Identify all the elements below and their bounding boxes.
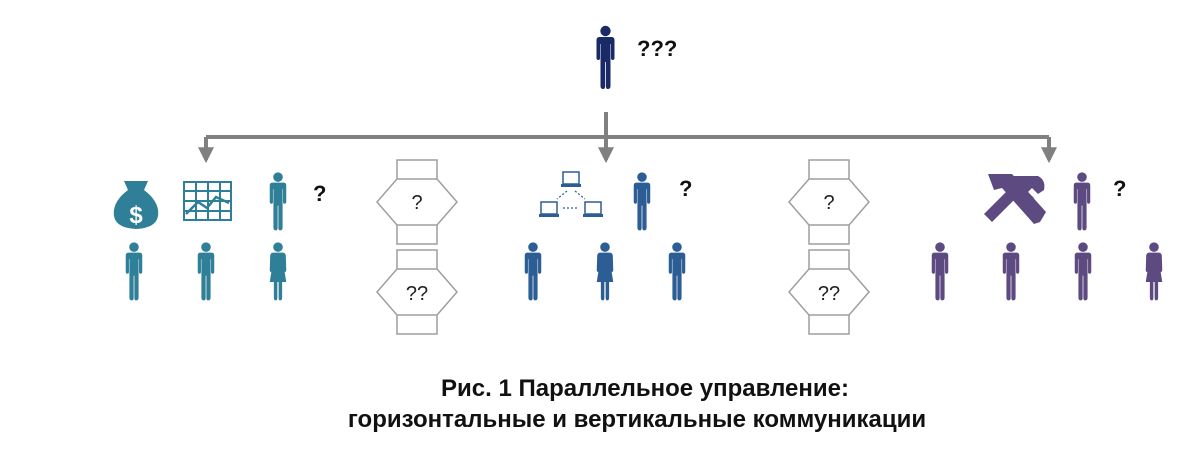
group-lead-figure: [1073, 172, 1091, 231]
group-lead-label: ?: [679, 176, 692, 201]
link-shape-lower: [788, 249, 870, 335]
link-lower-label: ??: [818, 283, 840, 305]
link-lower-label: ??: [406, 283, 428, 305]
staff-man-figure: [1002, 242, 1020, 301]
staff-man-figure: [524, 242, 542, 301]
link-shape-upper: [376, 159, 458, 245]
top-manager-label: ???: [637, 36, 677, 61]
staff-man-figure: [125, 242, 143, 301]
staff-woman-figure: [269, 242, 287, 301]
group-lead-label: ?: [1113, 176, 1126, 201]
staff-row: [931, 242, 1163, 301]
staff-row: [524, 242, 686, 301]
caption-line-1: Рис. 1 Параллельное управление:: [441, 375, 849, 402]
link-shape-lower: [376, 249, 458, 335]
group-engineering: ?: [931, 172, 1163, 301]
staff-man-figure: [1074, 242, 1092, 301]
staff-woman-figure: [1145, 242, 1163, 301]
link-upper-label: ?: [411, 192, 422, 214]
top-manager-figure: [596, 25, 615, 89]
svg-text:$: $: [129, 202, 143, 229]
group-lead-label: ?: [313, 181, 326, 206]
link-upper-label: ?: [823, 192, 834, 214]
chart-icon: [183, 181, 232, 221]
caption-line-2: горизонтальные и вертикальные коммуникац…: [347, 406, 927, 433]
tools-icon: [984, 174, 1046, 224]
connector-tree: [198, 112, 1057, 164]
staff-man-figure: [931, 242, 949, 301]
staff-man-figure: [197, 242, 215, 301]
staff-man-figure: [668, 242, 686, 301]
money-bag-icon: $: [113, 181, 159, 229]
horizontal-link-2: [788, 159, 870, 335]
group-it: ?: [524, 171, 692, 301]
group-lead-figure: [633, 172, 651, 231]
horizontal-link-1: [376, 159, 458, 335]
staff-woman-figure: [596, 242, 614, 301]
staff-row: [125, 242, 287, 301]
group-lead-figure: [269, 172, 287, 231]
link-shape-upper: [788, 159, 870, 245]
group-finance: $ ?: [113, 172, 326, 301]
network-icon: [539, 171, 603, 217]
